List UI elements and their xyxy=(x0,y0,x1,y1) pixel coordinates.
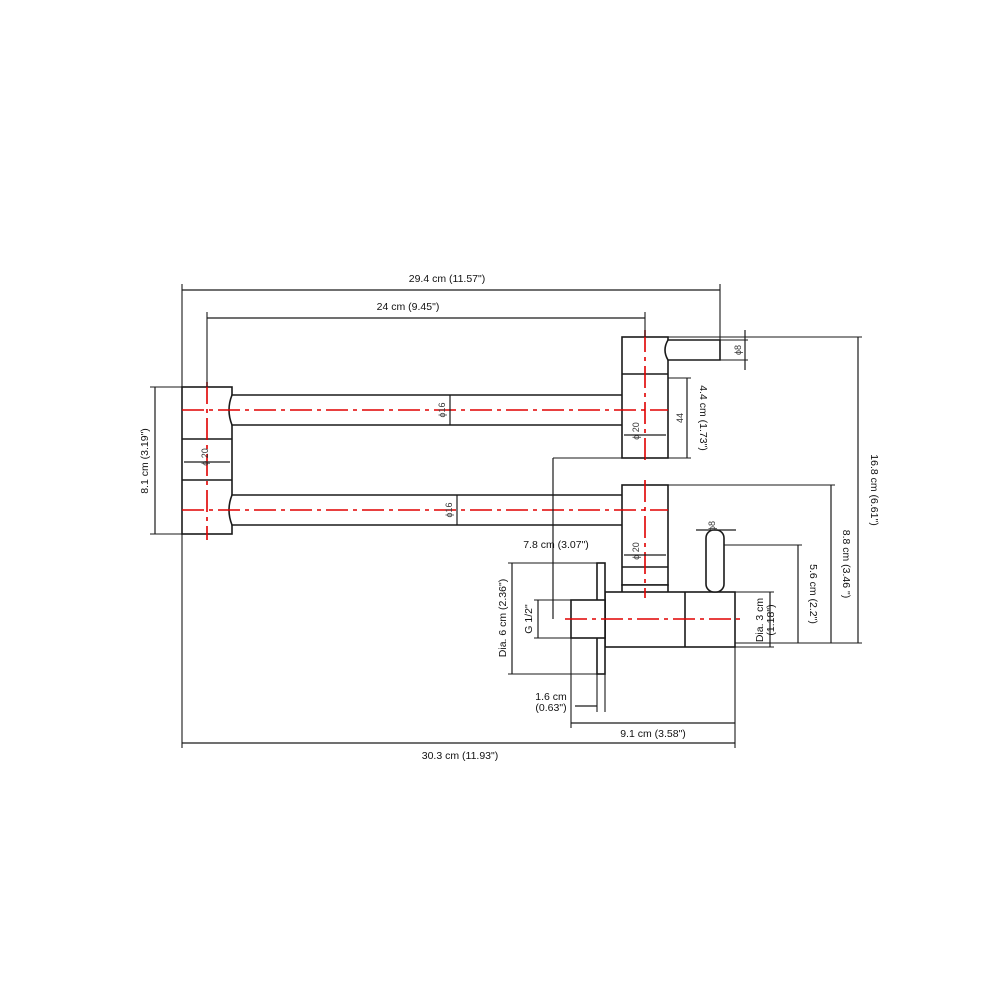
label-joint-44: 44 xyxy=(675,413,685,423)
label-left-block-height: 8.1 cm (3.19") xyxy=(139,428,151,494)
dimension-lines xyxy=(150,284,862,748)
label-phi8-handle: ϕ8 xyxy=(707,521,717,531)
label-handle-height: 5.6 cm (2.2") xyxy=(807,564,819,624)
label-flange-dia: Dia. 6 cm (2.36") xyxy=(497,579,509,657)
label-overall-span-top: 29.4 cm (11.57") xyxy=(409,273,485,285)
label-phi8-spout: ϕ8 xyxy=(733,345,743,355)
spout xyxy=(664,339,721,361)
label-upper-joint-height: 4.4 cm (1.73") xyxy=(697,385,709,451)
valve-handle xyxy=(705,529,725,593)
label-body-dia: Dia. 3 cm xyxy=(754,598,766,643)
label-reach-to-wall: 7.8 cm (3.07") xyxy=(523,539,589,551)
label-phi16-upper: ϕ16 xyxy=(437,402,447,417)
label-arm-length: 24 cm (9.45") xyxy=(377,301,440,313)
label-body-dia-in: (1.18") xyxy=(765,604,777,635)
label-phi20-lower: ϕ 20 xyxy=(631,542,641,560)
label-phi20-left: ϕ 20 xyxy=(200,448,210,466)
centerlines xyxy=(182,330,740,620)
label-phi16-lower: ϕ16 xyxy=(444,502,454,517)
label-inlet-height: 8.8 cm (3.46 ") xyxy=(840,530,852,599)
label-phi20-upper: ϕ 20 xyxy=(631,422,641,440)
label-thread: G 1/2" xyxy=(523,604,535,634)
faucet-parts xyxy=(181,336,736,675)
label-valve-reach: 9.1 cm (3.58") xyxy=(620,728,686,740)
label-flange-thickness-1: 1.6 cm xyxy=(535,691,567,703)
label-overall-span-bottom: 30.3 cm (11.93") xyxy=(422,750,498,762)
label-flange-thickness-2: (0.63") xyxy=(535,702,566,714)
label-overall-height: 16.8 cm (6.61") xyxy=(868,454,880,525)
dimension-labels: 29.4 cm (11.57") 24 cm (9.45") 8.1 cm (3… xyxy=(139,273,880,762)
